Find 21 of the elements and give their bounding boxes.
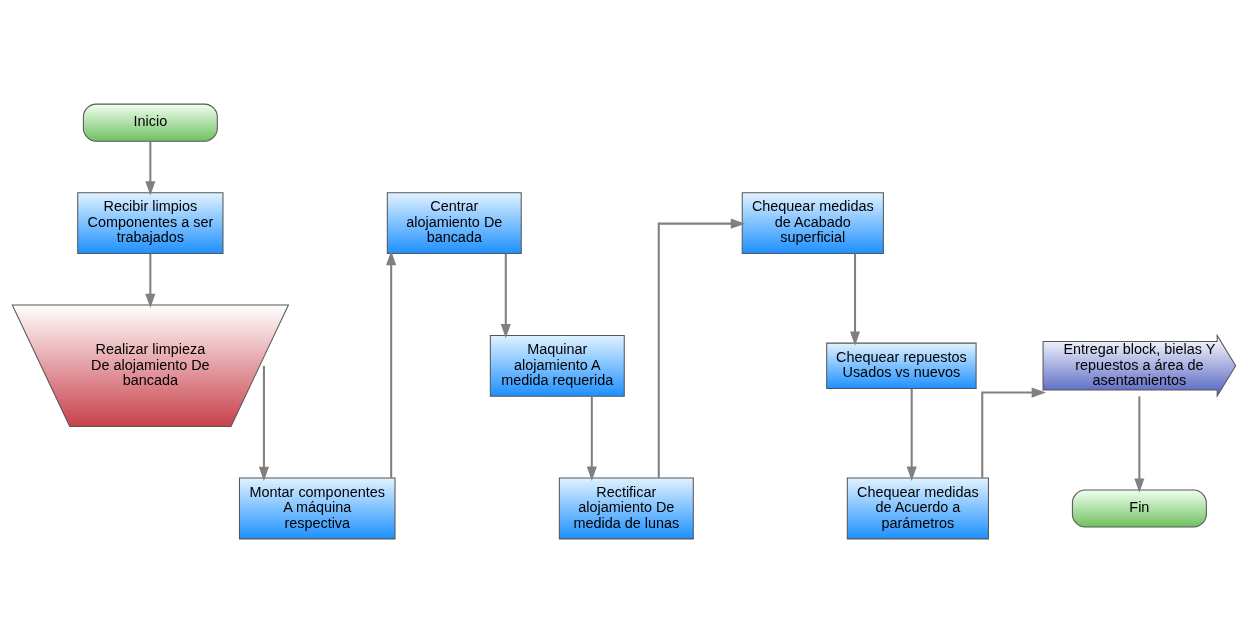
arrow — [258, 365, 269, 481]
node-box: Chequear medidas de Acabado superficial — [741, 191, 884, 254]
arrow — [906, 388, 917, 481]
arrow — [586, 395, 597, 481]
node-box: Montar componentes A máquina respectiva — [238, 477, 396, 539]
node-box: Rectificar alojamiento De medida de lunas — [558, 477, 694, 539]
arrow — [981, 387, 1047, 478]
node-box: Recibir limpios Componentes a ser trabajados — [77, 191, 224, 254]
arrow — [145, 253, 156, 308]
node-box: Maquinar alojamiento A medida requerida — [489, 334, 625, 397]
node-box: Fin — [1071, 488, 1207, 528]
arrow — [500, 253, 511, 338]
node-box: Chequear medidas de Acuerdo a parámetros — [846, 477, 989, 539]
arrow — [145, 141, 156, 196]
node-box: Chequear repuestos Usados vs nuevos — [826, 342, 977, 389]
arrow — [657, 218, 746, 478]
arrow — [849, 253, 861, 346]
node-box: Centrar alojamiento De bancada — [386, 191, 522, 254]
arrow — [386, 250, 397, 478]
node-box: Inicio — [82, 103, 218, 142]
arrow — [1134, 395, 1145, 493]
